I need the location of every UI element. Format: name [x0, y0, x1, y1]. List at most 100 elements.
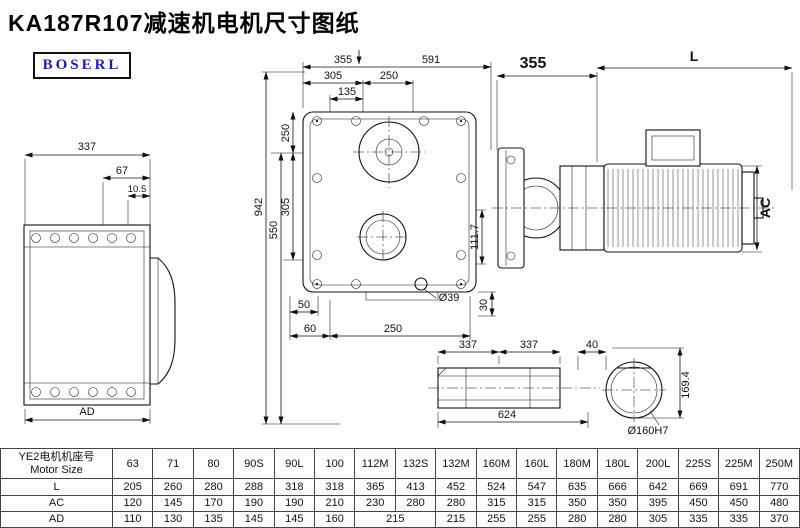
- column-header: 180L: [596, 447, 639, 480]
- dim-cell: 130: [152, 510, 194, 528]
- dim-cell: 315: [516, 494, 558, 512]
- column-header: 63: [111, 447, 154, 480]
- dim-cell: 145: [273, 510, 316, 528]
- dim-motor-L: L: [690, 48, 699, 64]
- dim-cell: 669: [677, 478, 720, 496]
- dim-cell: 450: [718, 494, 760, 512]
- dim-front-60: 60: [304, 323, 316, 335]
- dim-cell: 280: [556, 510, 598, 528]
- column-header: 132S: [394, 447, 437, 480]
- dim-front-250-left: 250: [280, 124, 292, 142]
- dim-bore-160h7: Ø160H7: [628, 425, 669, 437]
- dim-cell: 215: [435, 510, 477, 528]
- dim-cell: 350: [596, 494, 639, 512]
- dim-cell: 160: [314, 510, 356, 528]
- dim-cell: 255: [516, 510, 558, 528]
- dim-motor-AC: AC: [757, 198, 773, 218]
- dim-front-dia39: Ø39: [439, 292, 460, 304]
- dim-front-942: 942: [253, 198, 265, 216]
- side-view: 337 67 10.5 AD: [23, 141, 176, 424]
- dim-shaft-337a: 337: [459, 339, 477, 351]
- bore-detail: 40 169.4 Ø160H7: [577, 339, 692, 437]
- dim-cell: 547: [516, 478, 558, 496]
- dim-cell: 395: [637, 494, 679, 512]
- dim-cell: 280: [435, 494, 477, 512]
- dim-cell: 135: [192, 510, 235, 528]
- shaft-hole-39: [414, 277, 428, 291]
- dim-cell: 205: [111, 478, 154, 496]
- dim-cell: 190: [233, 494, 275, 512]
- dim-cell: 120: [111, 494, 154, 512]
- dim-cell: 691: [718, 478, 760, 496]
- dim-front-30: 30: [478, 299, 490, 311]
- dim-cell: 280: [394, 494, 437, 512]
- column-header: 160L: [516, 447, 558, 480]
- dim-cell: 452: [435, 478, 477, 496]
- dim-cell: 350: [556, 494, 598, 512]
- dim-front-591: 591: [422, 54, 440, 66]
- dim-cell: 480: [758, 494, 800, 512]
- dim-front-250-bottom: 250: [384, 323, 402, 335]
- dim-front-550: 550: [268, 221, 280, 239]
- dim-cell: 770: [758, 478, 800, 496]
- dim-cell: 315: [475, 494, 518, 512]
- dim-cell: 450: [677, 494, 720, 512]
- brand-logo: BOSERL: [33, 52, 131, 79]
- dim-cell: 145: [233, 510, 275, 528]
- dim-cell: 335: [718, 510, 760, 528]
- dim-front-305-top: 305: [324, 70, 342, 82]
- side-view-bolt-holes: [31, 233, 136, 397]
- column-header: 160M: [475, 447, 518, 480]
- dim-cell: 230: [354, 494, 396, 512]
- column-header: 180M: [556, 447, 598, 480]
- dim-bore-169-4: 169.4: [680, 371, 692, 399]
- dim-side-10-5: 10.5: [128, 184, 147, 195]
- motor-view: 355 L AC: [492, 48, 793, 269]
- motor-size-header-cn: YE2电机机座号: [18, 450, 95, 463]
- dim-cell: 305: [637, 510, 679, 528]
- dim-side-ad: AD: [79, 406, 94, 418]
- dim-motor-355: 355: [520, 55, 547, 72]
- column-header: 112M: [354, 447, 396, 480]
- dim-side-67: 67: [116, 165, 128, 177]
- dim-cell: 280: [192, 478, 235, 496]
- dim-shaft-337b: 337: [520, 339, 538, 351]
- dim-front-355: 355: [334, 54, 352, 66]
- column-header: 250M: [758, 447, 800, 480]
- dim-cell: 260: [152, 478, 194, 496]
- dim-front-305-left: 305: [280, 198, 292, 216]
- dim-cell: 215: [354, 510, 437, 528]
- column-header: 132M: [435, 447, 477, 480]
- column-header: 90L: [273, 447, 316, 480]
- dim-side-337: 337: [78, 141, 96, 153]
- column-header: 200L: [637, 447, 679, 480]
- dim-front-50: 50: [298, 299, 310, 311]
- dim-cell: 335: [677, 510, 720, 528]
- dim-bore-40: 40: [586, 339, 598, 351]
- row-label: L: [0, 478, 113, 496]
- dim-cell: 210: [314, 494, 356, 512]
- column-header: 90S: [233, 447, 275, 480]
- column-header: 225S: [677, 447, 720, 480]
- dim-cell: 666: [596, 478, 639, 496]
- row-label: AD: [0, 510, 113, 528]
- dim-cell: 318: [273, 478, 316, 496]
- column-header: 225M: [718, 447, 760, 480]
- column-header: 80: [192, 447, 235, 480]
- column-header: 71: [152, 447, 194, 480]
- dim-cell: 280: [596, 510, 639, 528]
- shaft-detail: 337 337 624: [428, 339, 600, 428]
- dim-cell: 365: [354, 478, 396, 496]
- dim-cell: 288: [233, 478, 275, 496]
- technical-drawing: 337 67 10.5 AD 591 355 305: [23, 48, 793, 437]
- dim-front-250-top: 250: [380, 70, 398, 82]
- dim-cell: 190: [273, 494, 316, 512]
- dim-cell: 170: [192, 494, 235, 512]
- front-view: 591 355 305 250 135 942 550 305 250 5: [253, 50, 496, 425]
- dim-cell: 255: [475, 510, 518, 528]
- dim-front-135: 135: [338, 86, 356, 98]
